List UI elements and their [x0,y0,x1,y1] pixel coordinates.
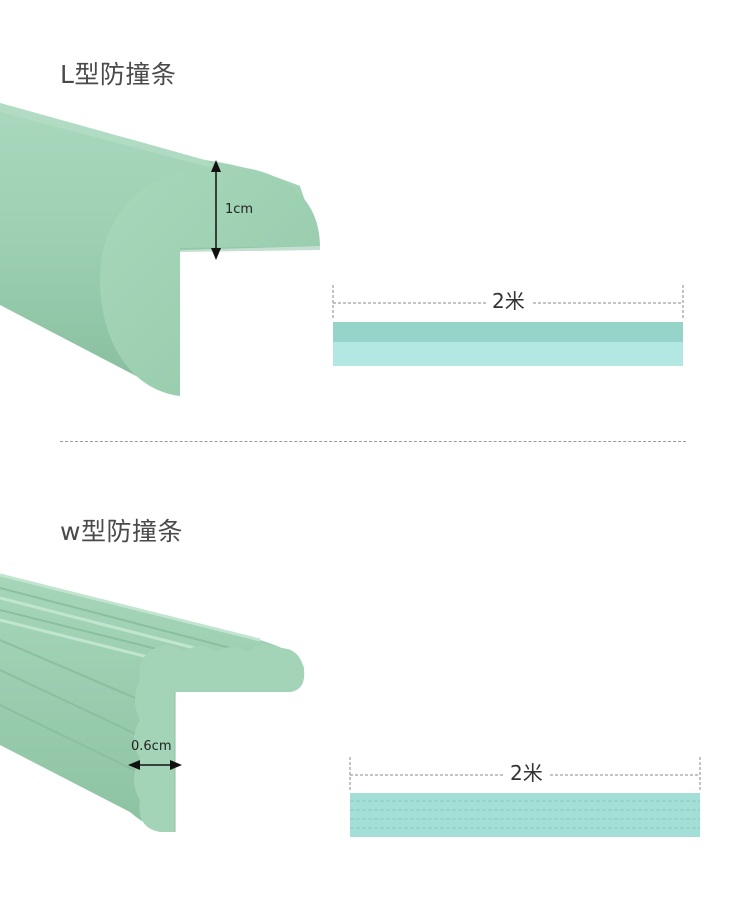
w-strip-image [0,573,305,832]
w-length-label: 2米 [504,763,549,783]
section-divider [60,441,686,442]
w-type-title: w型防撞条 [60,517,183,546]
l-strip-image [0,103,320,396]
l-length-label: 2米 [486,291,531,311]
l-thickness-arrow [211,160,221,260]
w-thickness-arrow [128,760,182,770]
w-length-bar [349,757,701,837]
l-length-bar [332,285,684,366]
w-thickness-label: 0.6cm [131,739,172,754]
l-thickness-label: 1cm [225,202,254,217]
l-type-title: L型防撞条 [60,60,177,89]
